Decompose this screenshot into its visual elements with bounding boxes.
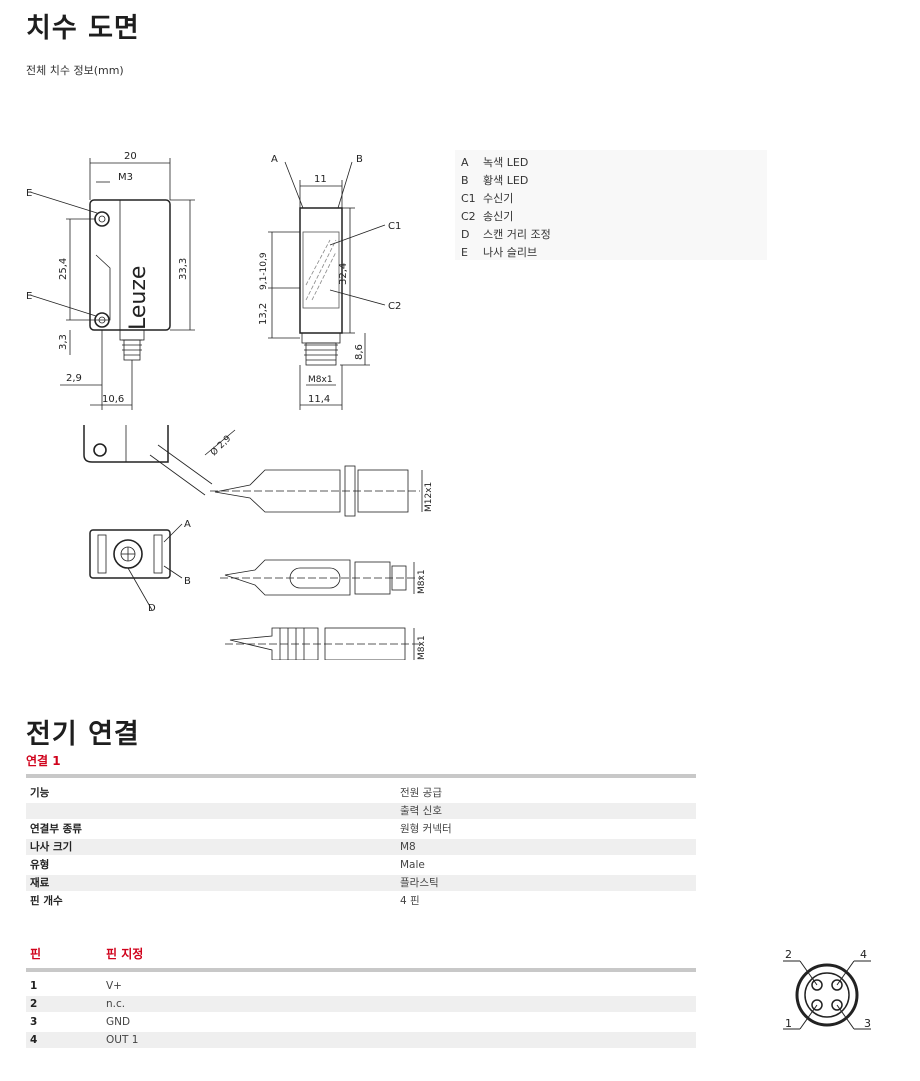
electrical-title: 전기 연결 — [26, 719, 140, 750]
pin-header: 핀 — [30, 947, 42, 961]
callout-b-top: B — [184, 576, 191, 587]
dim-3-3-label: 3,3 — [58, 334, 69, 350]
callout-c2: C2 — [388, 301, 401, 312]
dim-33-3-label: 33,3 — [178, 258, 189, 280]
dim-m12x1-label: M12x1 — [424, 482, 434, 512]
divider — [26, 968, 696, 972]
dim-m8x1-cable-label: M8x1 — [417, 635, 427, 660]
dim-13-2-label: 13,2 — [258, 303, 269, 325]
callout-e-top: E — [26, 188, 32, 199]
dim-9-1-label: 9,1-10,9 — [259, 252, 269, 290]
dim-10-6-label: 10,6 — [102, 394, 124, 405]
callout-d: D — [148, 603, 156, 614]
pin-2-label: 2 — [785, 948, 792, 961]
divider — [26, 774, 696, 778]
page-title: 치수 도면 — [26, 13, 140, 44]
table-row: 출력 신호 — [26, 803, 696, 819]
callout-a: A — [271, 154, 278, 165]
dim-phi-label: Ø 2,9 — [208, 433, 233, 458]
dim-25-4-label: 25,4 — [58, 258, 69, 280]
dim-m8x1-conn-label: M8x1 — [417, 569, 427, 594]
dim-20-label: 20 — [124, 151, 137, 162]
callout-b: B — [356, 154, 363, 165]
dim-m3-label: M3 — [118, 172, 133, 183]
pin-diagram: 2 4 1 3 — [783, 948, 871, 1030]
dim-m8x1-label: M8x1 — [308, 375, 333, 385]
dim-8-6-label: 8,6 — [354, 344, 365, 360]
callout-c1: C1 — [388, 221, 401, 232]
pin-assignment-header: 핀 지정 — [106, 947, 144, 961]
callout-e-bottom: E — [26, 291, 32, 302]
dim-11-label: 11 — [314, 174, 327, 185]
dimension-drawing: 20 M3 E E 25,4 33,3 3,3 2,9 10,6 Leuze A… — [26, 151, 434, 660]
pin-4-label: 4 — [860, 948, 867, 961]
dim-32-4-label: 32,4 — [338, 263, 349, 285]
brand-logo-text: Leuze — [126, 266, 151, 330]
pin-1-label: 1 — [785, 1017, 792, 1030]
pin-3-label: 3 — [864, 1017, 871, 1030]
callout-a-top: A — [184, 519, 191, 530]
connection-title: 연결 1 — [26, 754, 61, 768]
dim-2-9-label: 2,9 — [66, 373, 82, 384]
dim-11-4-label: 11,4 — [308, 394, 330, 405]
dimensions-subtitle: 전체 치수 정보(mm) — [26, 64, 124, 77]
